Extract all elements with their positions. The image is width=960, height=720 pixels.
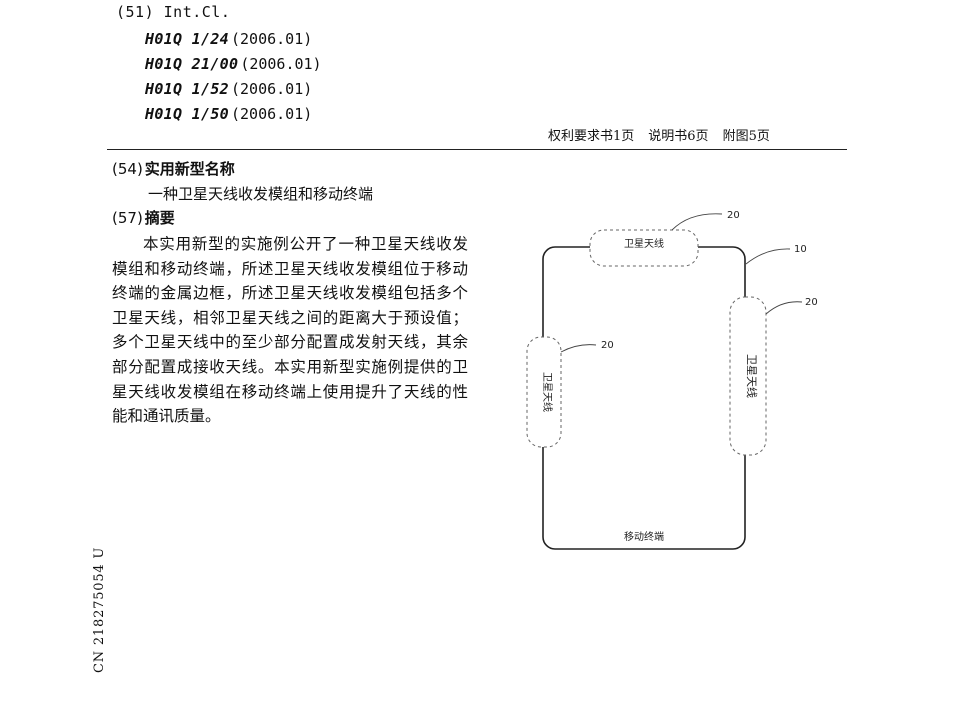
- leader-line-right-antenna: [765, 301, 803, 315]
- int-cl-heading: (51) Int.Cl.: [116, 3, 231, 21]
- classification-code: H01Q 1/24: [145, 30, 229, 48]
- utility-model-name: 一种卫星天线收发模组和移动终端: [148, 185, 374, 203]
- ref-numeral-left-antenna: 20: [601, 340, 614, 351]
- classification-item: H01Q 21/00(2006.01): [145, 52, 322, 77]
- claims-page-count: 权利要求书1页: [548, 129, 635, 144]
- section-number: (54): [112, 160, 143, 178]
- title-section-heading: (54)实用新型名称: [112, 158, 235, 179]
- classification-version: (2006.01): [230, 80, 313, 98]
- top-antenna-region: [589, 229, 699, 267]
- leader-line-terminal: [745, 248, 791, 265]
- classification-list: H01Q 1/24(2006.01) H01Q 21/00(2006.01) H…: [145, 27, 322, 127]
- description-page-count: 说明书6页: [648, 129, 709, 144]
- leader-line-top-antenna: [671, 213, 723, 231]
- leader-line-left-antenna: [560, 344, 597, 353]
- classification-version: (2006.01): [230, 105, 313, 123]
- mobile-terminal-outline: [542, 246, 746, 550]
- terminal-label: 移动终端: [624, 530, 664, 543]
- classification-code: H01Q 21/00: [145, 55, 239, 73]
- classification-item: H01Q 1/50(2006.01): [145, 102, 322, 127]
- page-count-info: 权利要求书1页说明书6页附图5页: [548, 125, 770, 144]
- drawings-page-count: 附图5页: [722, 129, 770, 144]
- classification-item: H01Q 1/52(2006.01): [145, 77, 322, 102]
- right-antenna-label: 卫星天线: [745, 354, 759, 398]
- ref-numeral-right-antenna: 20: [805, 297, 818, 308]
- header-divider: [107, 149, 847, 150]
- classification-version: (2006.01): [240, 55, 322, 73]
- abstract-text: 本实用新型的实施例公开了一种卫星天线收发模组和移动终端，所述卫星天线收发模组位于…: [112, 235, 468, 426]
- classification-item: H01Q 1/24(2006.01): [145, 27, 322, 52]
- top-antenna-label: 卫星天线: [624, 237, 664, 250]
- section-number: (57): [112, 209, 143, 227]
- ref-numeral-top-antenna: 20: [727, 210, 740, 221]
- section-heading-text: 实用新型名称: [144, 160, 235, 178]
- classification-code: H01Q 1/50: [145, 105, 229, 123]
- abstract-section-heading: (57)摘要: [112, 207, 175, 228]
- classification-code: H01Q 1/52: [145, 80, 229, 98]
- publication-number-vertical: CN 218275054 U: [92, 546, 107, 673]
- section-heading-text: 摘要: [144, 209, 175, 227]
- classification-version: (2006.01): [230, 30, 313, 48]
- ref-numeral-terminal: 10: [794, 244, 807, 255]
- left-antenna-label: 卫星天线: [541, 372, 554, 412]
- left-antenna-region: [526, 336, 562, 448]
- right-antenna-region: [729, 296, 767, 456]
